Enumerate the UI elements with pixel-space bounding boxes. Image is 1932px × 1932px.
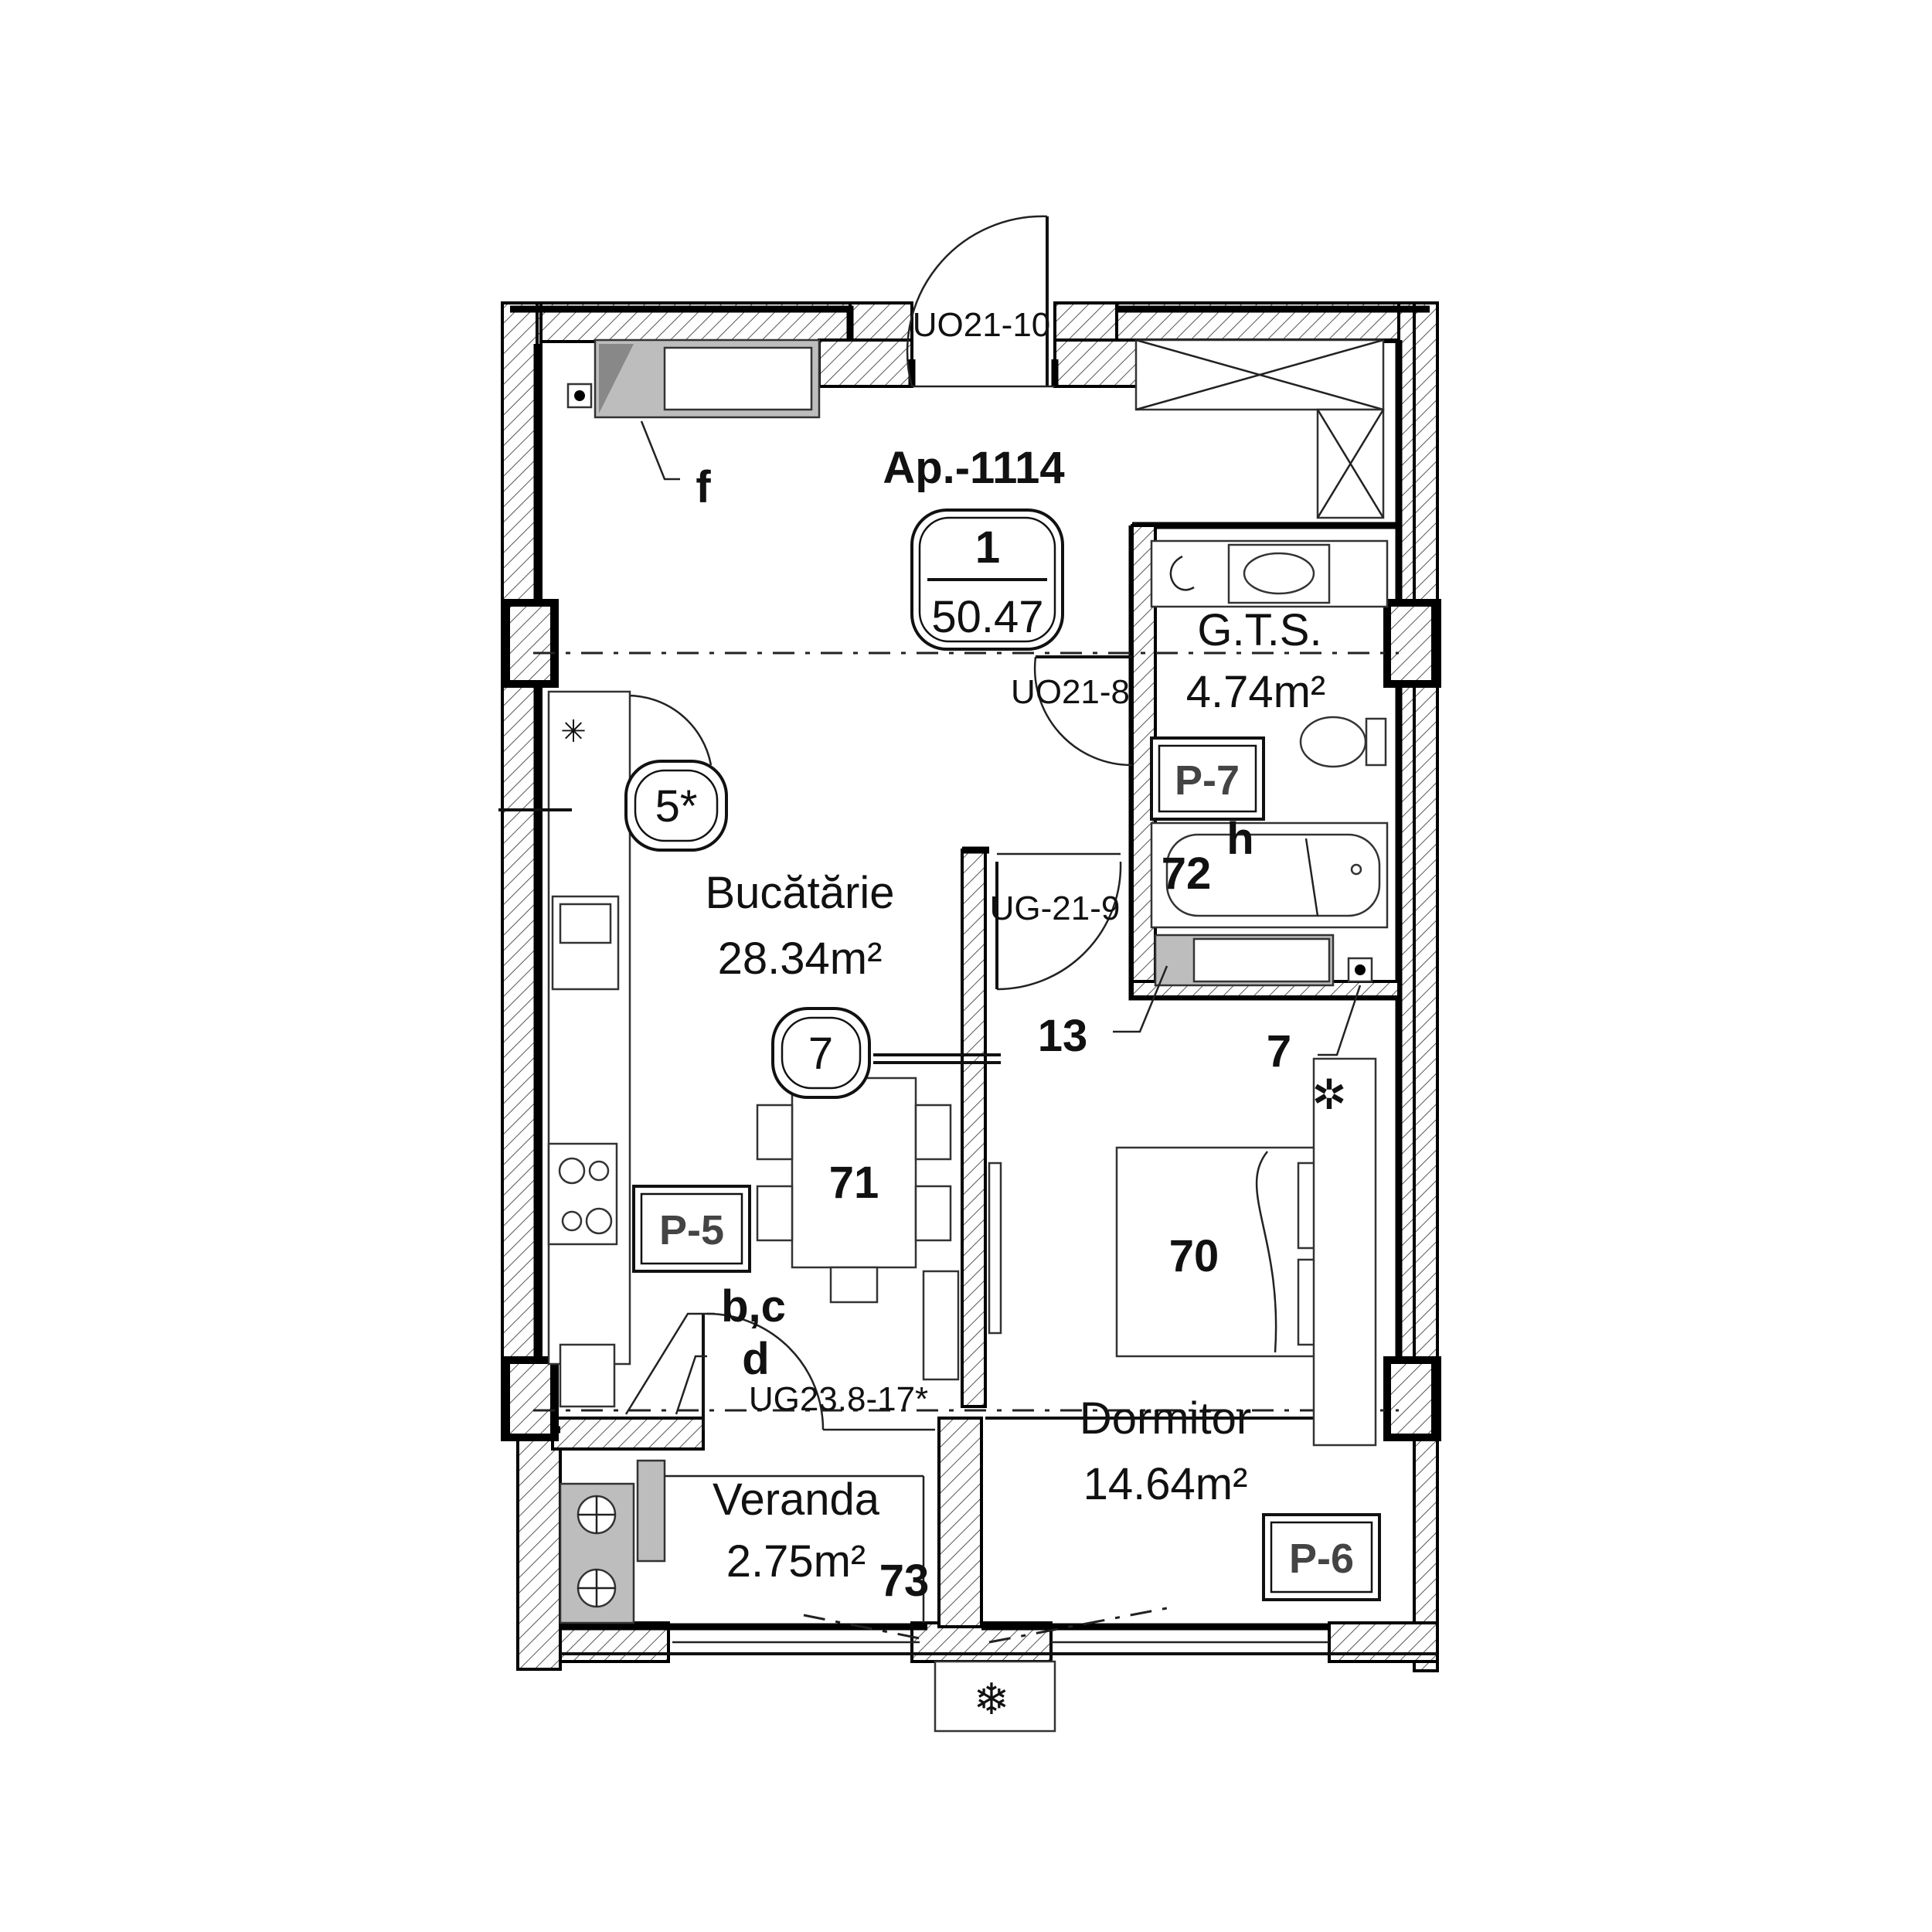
bathroom-fixtures	[1150, 539, 1389, 987]
bath-door[interactable]	[1033, 655, 1133, 767]
entry-door[interactable]	[906, 215, 1055, 388]
room-area-gts: 4.74m²	[1186, 667, 1326, 717]
circle-tag-7-label: 7	[808, 1029, 833, 1079]
room-name-gts: G.T.S.	[1197, 605, 1321, 655]
panel-tag-p5-label: P-5	[659, 1207, 724, 1253]
marker-7: 7	[1267, 1026, 1291, 1077]
kitchen-unit-door	[625, 694, 713, 766]
veranda-fixtures: ❄	[559, 1459, 1172, 1733]
svg-text:✳: ✳	[560, 715, 587, 749]
marker-13: 13	[1038, 1011, 1088, 1061]
door-label-bedroom: UG-21-9	[990, 889, 1121, 927]
room-area-veranda: 2.75m²	[726, 1536, 866, 1587]
marker-72: 72	[1162, 849, 1212, 899]
kitchen-counter: ✳	[547, 690, 631, 1408]
dining-table	[756, 1077, 960, 1381]
marker-d: d	[742, 1334, 769, 1384]
circle-tag-7	[771, 1007, 871, 1099]
marker-bc: b,c	[721, 1281, 786, 1332]
room-name-bucatarie: Bucătărie	[705, 868, 894, 918]
bedroom-door[interactable]	[995, 852, 1122, 991]
apartment-number: 1	[975, 522, 1000, 573]
room-area-bucatarie: 28.34m²	[718, 934, 883, 984]
leader-lines	[498, 420, 1362, 1415]
marker-71: 71	[829, 1158, 879, 1208]
panel-tag-p6	[1262, 1513, 1381, 1601]
panel-tag-p7	[1150, 736, 1265, 821]
marker-f: f	[696, 462, 711, 512]
room-area-dormitor: 14.64m²	[1083, 1459, 1248, 1509]
room-name-dormitor: Dormitor	[1080, 1393, 1251, 1444]
wardrobe-bedroom	[988, 1162, 1002, 1335]
circle-tag-5-label: 5*	[655, 781, 698, 832]
apartment-title: Ap.-1114	[883, 443, 1064, 493]
apartment-area: 50.47	[931, 592, 1043, 642]
door-label-veranda: UG23.8-17*	[749, 1380, 928, 1418]
door-label-entry: UO21-10	[913, 306, 1051, 344]
bed: ✲	[1115, 1057, 1377, 1447]
panel-tag-p5	[632, 1185, 751, 1273]
svg-text:✲: ✲	[1311, 1072, 1346, 1118]
panel-tag-p6-label: P-6	[1289, 1536, 1354, 1582]
door-label-bath: UO21-8	[1011, 673, 1130, 711]
apartment-tag	[910, 509, 1064, 651]
marker-73: 73	[879, 1556, 930, 1606]
room-name-veranda: Veranda	[713, 1475, 880, 1525]
svg-text:❄: ❄	[974, 1675, 1010, 1723]
marker-70: 70	[1169, 1231, 1219, 1281]
panel-tag-p7-label: P-7	[1175, 757, 1240, 804]
circle-tag-5	[624, 760, 728, 852]
marker-h: h	[1226, 814, 1253, 864]
veranda-door[interactable]	[702, 1312, 935, 1431]
